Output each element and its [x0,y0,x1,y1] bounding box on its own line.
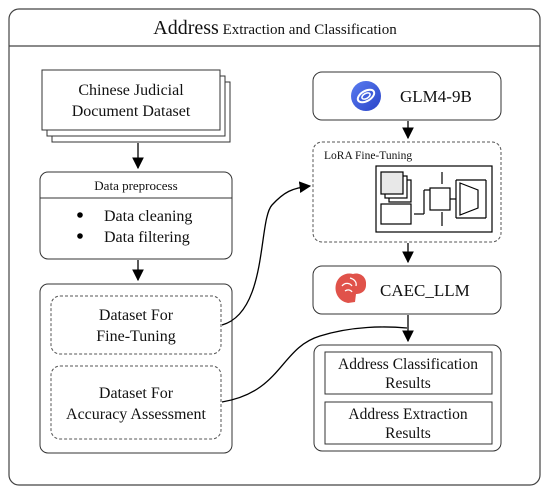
extraction-results-box [324,401,493,445]
glm-logo-icon [351,81,381,111]
lora-label: LoRA Fine-Tuning [324,150,412,162]
dataset-stack: Chinese Judicial Document Dataset [41,69,231,143]
assessment-dataset-line1: Dataset For [99,385,174,402]
assessment-dataset-box [50,365,222,440]
dataset-label-line2: Document Dataset [72,103,191,120]
extraction-results-line2: Results [385,425,431,442]
classification-results-line2: Results [385,375,431,392]
caec-box: CAEC_LLM [312,265,502,315]
glm-label: GLM4-9B [400,87,472,106]
caec-label: CAEC_LLM [380,281,470,300]
network-architecture-icon [375,165,493,233]
preprocess-header: Data preprocess [94,178,177,193]
finetune-dataset-box [50,295,222,355]
brain-icon [335,273,367,303]
preprocess-box: Data preprocess Data cleaning Data filte… [39,171,233,260]
datasets-group: Dataset For Fine-Tuning Dataset For Accu… [39,283,233,454]
extraction-results-line1: Address Extraction [348,406,467,423]
preprocess-item: Data filtering [104,229,190,246]
assessment-dataset-line2: Accuracy Assessment [66,406,207,423]
lora-box: LoRA Fine-Tuning [312,141,502,243]
page-title: Address Extraction and Classification [153,17,397,39]
classification-results-line1: Address Classification [338,356,478,373]
finetune-dataset-line2: Fine-Tuning [96,328,175,345]
bullet-icon [77,233,83,239]
results-group: Address Classification Results Address E… [313,344,502,452]
classification-results-box [324,351,493,395]
preprocess-item: Data cleaning [104,208,192,225]
glm-box: GLM4-9B [312,71,502,121]
connector-assessment-to-results [221,326,408,403]
finetune-dataset-line1: Dataset For [99,307,174,324]
arrow-finetune-to-lora [221,181,312,326]
bullet-icon [77,212,83,218]
dataset-label-line1: Chinese Judicial [78,82,184,99]
